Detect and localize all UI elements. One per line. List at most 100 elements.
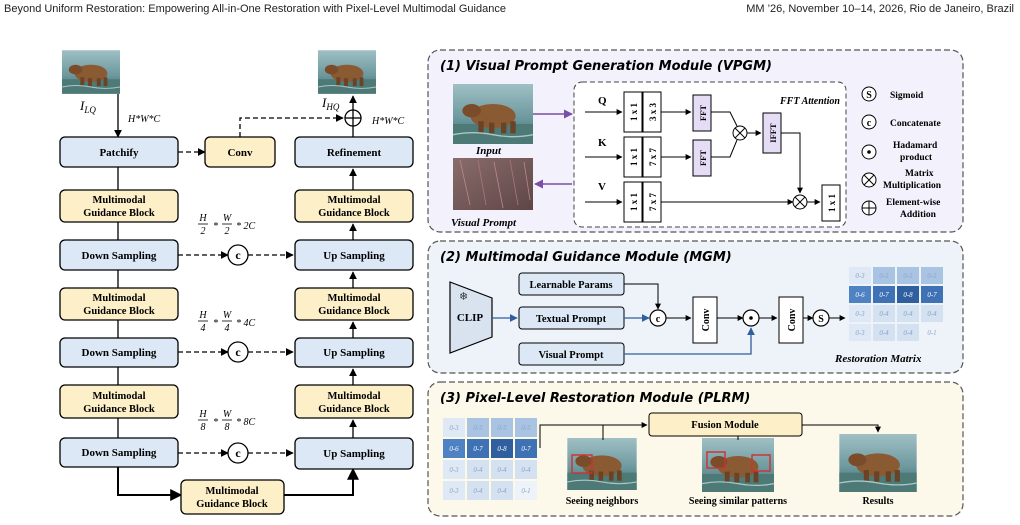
input-dim-label: H*W*C: [127, 114, 161, 125]
concat-symbol: c: [235, 248, 241, 262]
matrix-value: 0-1: [927, 329, 936, 337]
results-image: [838, 434, 918, 492]
matrix-value: 0-4: [879, 310, 889, 318]
similar-highlight-1: [706, 451, 726, 469]
mgb-label: Multimodal: [92, 391, 145, 402]
concat-node-1: [227, 244, 249, 266]
scale-w: W: [223, 310, 233, 321]
ilq-label: ILQ: [79, 98, 96, 115]
sigmoid-icon: [861, 86, 877, 102]
matrix-value: 0-5: [903, 272, 913, 280]
scale-c: * 4C: [236, 318, 256, 329]
matrix-cell: [443, 439, 465, 458]
matrix-cell: [467, 460, 489, 479]
mgb-label: Guidance Block: [318, 208, 390, 219]
refinement-label: Refinement: [327, 147, 382, 159]
conv-7x7-label: 7 x 7: [648, 148, 658, 167]
concat-symbol: c: [867, 118, 872, 129]
matrix-cell: [491, 481, 513, 500]
conv-block: [204, 136, 276, 168]
matrix-cell: [443, 460, 465, 479]
mgb-label: Multimodal: [327, 293, 380, 304]
matrix-cell: [515, 439, 537, 458]
conv-1x1-k: [623, 136, 643, 178]
concat-label: Concatenate: [890, 119, 941, 129]
matrix-value: 0-3: [449, 487, 459, 495]
matrix-cell: [897, 267, 919, 284]
matrix-value: 0-7: [473, 445, 483, 453]
sigmoid-label: Sigmoid: [890, 91, 924, 101]
conv-label-mgm: Conv: [701, 309, 712, 332]
matrix-cell: [897, 305, 919, 322]
conv-1x1-label: 1 x 1: [827, 194, 837, 213]
mgb-label: Multimodal: [92, 293, 145, 304]
results-label: Results: [862, 496, 893, 507]
fft-label: FFT: [698, 105, 708, 121]
scale-w: W: [223, 409, 233, 420]
hadamard-label-2: product: [900, 153, 933, 163]
scale-wd: 2: [225, 226, 230, 237]
patchify-label: Patchify: [99, 147, 139, 159]
visual-prompt-label: Visual Prompt: [451, 217, 517, 229]
mgb-label: Multimodal: [92, 195, 145, 206]
vpgm-module: (1) Visual Prompt Generation Module (VPG…: [427, 49, 964, 233]
scale-label-1: H 2 * W 2 * 2C: [198, 213, 256, 237]
q-label: Q: [598, 95, 607, 107]
elementwise-label-2: Addition: [900, 210, 937, 220]
mgb-block-enc-1: [59, 189, 179, 223]
seeing-neighbors-image: [567, 438, 637, 490]
scale-label-3: H 8 * W 8 * 8C: [198, 409, 256, 433]
matrix-value: 0-7: [927, 291, 937, 299]
matrix-value: 0-5: [497, 424, 507, 432]
fft-block-k: [692, 139, 712, 177]
vpgm-title: (1) Visual Prompt Generation Module (VPG…: [440, 59, 772, 74]
sigmoid-symbol: S: [866, 90, 872, 101]
matrix-label: Matrix: [905, 169, 934, 179]
scale-wd: 8: [225, 422, 230, 433]
scale-c: * 2C: [236, 221, 256, 232]
mgb-label: Guidance Block: [83, 208, 155, 219]
concat-symbol: c: [656, 314, 661, 325]
seeing-similar-label: Seeing similar patterns: [689, 496, 787, 507]
matrix-cell: [491, 439, 513, 458]
mgb-block-dec-1: [294, 189, 414, 223]
concat-node-3: [227, 442, 249, 464]
mgb-label: Guidance Block: [196, 499, 268, 510]
matrix-cell: [515, 418, 537, 437]
up-sampling-label: Up Sampling: [323, 347, 385, 359]
mgb-label: Guidance Block: [83, 306, 155, 317]
ihq-label: IHQ: [321, 95, 340, 112]
matrix-cell: [491, 460, 513, 479]
clip-encoder: [449, 281, 493, 354]
scale-wd: 4: [225, 323, 230, 334]
scale-w: W: [223, 213, 233, 224]
matrix-value: 0-5: [521, 424, 531, 432]
page-header: Beyond Uniform Restoration: Empowering A…: [0, 0, 1020, 24]
fft-block-q: [692, 94, 712, 132]
matrix-value: 0-3: [855, 272, 865, 280]
fft-label: FFT: [698, 150, 708, 166]
matrix-value: 0-4: [927, 310, 937, 318]
matrix-cell: [849, 267, 871, 284]
vpgm-input-image: [453, 84, 533, 144]
matrix-cell: [467, 439, 489, 458]
scale-star: *: [213, 221, 218, 232]
matrix-value: 0-6: [855, 291, 865, 299]
left-architecture: ILQ H*W*C IHQ H*W*C Patchify: [59, 50, 414, 515]
matrix-value: 0-1: [521, 487, 530, 495]
learnable-params-label: Learnable Params: [529, 280, 612, 291]
conv-1x1-label: 1 x 1: [629, 103, 639, 122]
up-sampling-2: [294, 337, 414, 368]
neighbor-highlight: [571, 454, 593, 474]
matrix-cell: [873, 305, 895, 322]
matrix-cell: [921, 267, 943, 284]
matrix-value: 0-8: [497, 445, 507, 453]
matrix-cell: [849, 324, 871, 341]
scale-hd: 2: [201, 226, 206, 237]
mgb-block-bottleneck: [180, 479, 285, 515]
matrix-cell: [849, 286, 871, 303]
mgb-block-enc-2: [59, 287, 179, 321]
matrix-value: 0-4: [497, 487, 507, 495]
